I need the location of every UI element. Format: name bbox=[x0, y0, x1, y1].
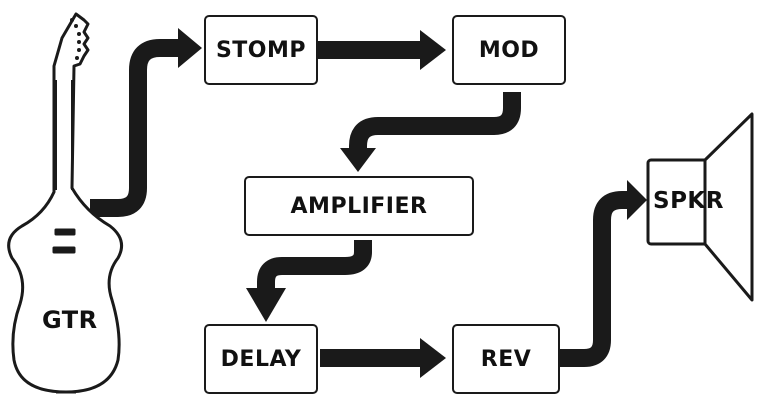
arrow-gtr-to-stomp bbox=[90, 39, 178, 217]
arrowhead-stomp bbox=[178, 28, 202, 68]
mod-node: MOD bbox=[452, 15, 566, 85]
stomp-node: STOMP bbox=[204, 15, 318, 85]
arrowhead-mod bbox=[420, 30, 446, 70]
arrow-rev-to-speaker bbox=[560, 191, 627, 367]
arrowhead-speaker bbox=[627, 180, 647, 220]
speaker-icon bbox=[646, 112, 754, 302]
amplifier-label: AMPLIFIER bbox=[290, 193, 428, 219]
arrow-mod-to-amplifier bbox=[349, 92, 521, 150]
arrowhead-amplifier bbox=[340, 148, 376, 172]
guitar-label: GTR bbox=[42, 306, 98, 334]
rev-label: REV bbox=[480, 346, 532, 372]
delay-label: DELAY bbox=[220, 346, 302, 372]
amplifier-node: AMPLIFIER bbox=[244, 176, 474, 236]
arrowhead-delay bbox=[246, 288, 286, 322]
stomp-label: STOMP bbox=[215, 37, 307, 63]
speaker-label: SPKR bbox=[653, 188, 724, 214]
mod-label: MOD bbox=[478, 37, 540, 63]
electric-guitar-icon bbox=[7, 12, 124, 394]
arrowhead-rev bbox=[420, 338, 446, 378]
rev-node: REV bbox=[452, 324, 560, 394]
arrow-amplifier-to-delay bbox=[257, 240, 372, 290]
delay-node: DELAY bbox=[204, 324, 318, 394]
